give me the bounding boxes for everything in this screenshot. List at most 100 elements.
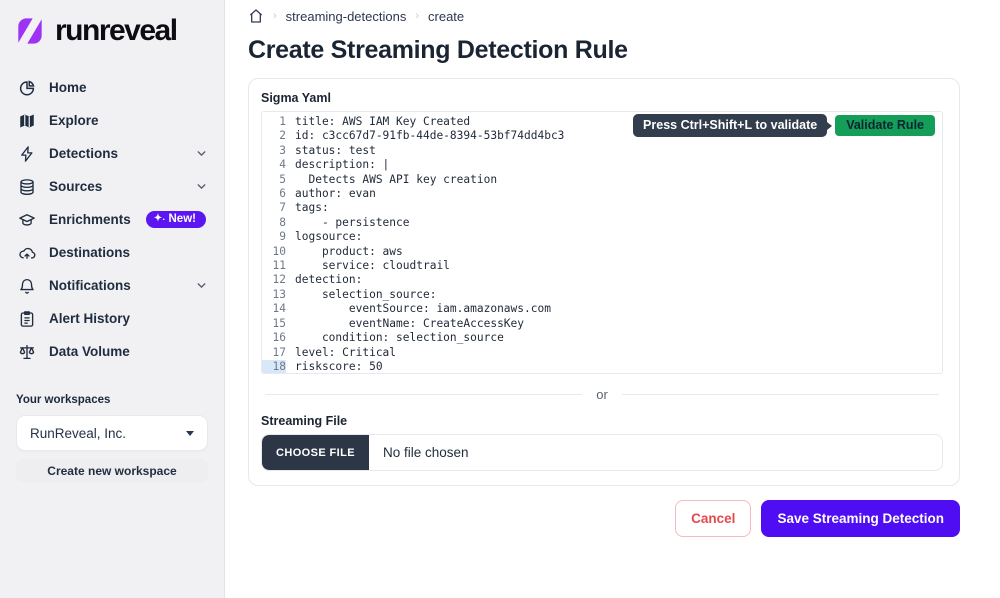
workspace-selected: RunReveal, Inc. [30, 426, 126, 441]
breadcrumb: › streaming-detections › create [248, 7, 960, 25]
line-content: selection_source: [286, 288, 436, 302]
line-content: Detects AWS API key creation [286, 173, 497, 187]
sidebar-item-label: Notifications [49, 278, 131, 293]
chevron-down-icon [195, 279, 208, 292]
sidebar-item-label: Sources [49, 179, 102, 194]
code-line[interactable]: 6author: evan [262, 187, 942, 201]
code-line[interactable]: 14 eventSource: iam.amazonaws.com [262, 302, 942, 316]
workspaces-label: Your workspaces [16, 394, 208, 406]
code-line[interactable]: 15 eventName: CreateAccessKey [262, 317, 942, 331]
line-number: 16 [262, 331, 286, 345]
line-content: tags: [286, 201, 329, 215]
or-divider: or [265, 387, 939, 402]
code-line[interactable]: 18riskscore: 50 [262, 360, 942, 374]
code-line[interactable]: 13 selection_source: [262, 288, 942, 302]
validate-shortcut-tooltip: Press Ctrl+Shift+L to validate [633, 114, 827, 137]
sidebar-item-notifications[interactable]: Notifications [0, 269, 224, 302]
page-title: Create Streaming Detection Rule [248, 36, 960, 65]
code-line[interactable]: 9logsource: [262, 230, 942, 244]
line-content: service: cloudtrail [286, 259, 450, 273]
sidebar-item-sources[interactable]: Sources [0, 170, 224, 203]
line-number: 3 [262, 144, 286, 158]
sidebar-item-label: Destinations [49, 245, 130, 260]
cancel-button[interactable]: Cancel [675, 500, 751, 537]
validate-controls: Press Ctrl+Shift+L to validate Validate … [633, 114, 935, 137]
detection-form-card: Sigma Yaml 1title: AWS IAM Key Created2i… [248, 78, 960, 486]
streaming-file-label: Streaming File [261, 414, 943, 428]
line-content: title: AWS IAM Key Created [286, 115, 470, 129]
code-line[interactable]: 7tags: [262, 201, 942, 215]
create-workspace-button[interactable]: Create new workspace [16, 459, 208, 482]
line-content: eventName: CreateAccessKey [286, 317, 524, 331]
sidebar-nav: Home Explore Detections Sources [0, 55, 224, 368]
line-number: 14 [262, 302, 286, 316]
sidebar-item-detections[interactable]: Detections [0, 137, 224, 170]
tooltip-arrow [827, 122, 832, 130]
map-icon [18, 112, 36, 130]
divider-line [622, 394, 939, 395]
code-line[interactable]: 17level: Critical [262, 346, 942, 360]
enrichment-icon [18, 211, 36, 229]
line-content: id: c3cc67d7-91fb-44de-8394-53bf74dd4bc3 [286, 129, 564, 143]
choose-file-button[interactable]: CHOOSE FILE [262, 435, 369, 470]
file-status: No file chosen [369, 445, 469, 460]
code-line[interactable]: 11 service: cloudtrail [262, 259, 942, 273]
line-number: 7 [262, 201, 286, 215]
file-input[interactable]: CHOOSE FILE No file chosen [261, 434, 943, 471]
sidebar-item-label: Explore [49, 113, 99, 128]
sidebar-item-home[interactable]: Home [0, 71, 224, 104]
breadcrumb-streaming-detections[interactable]: streaming-detections [286, 9, 407, 24]
code-line[interactable]: 16 condition: selection_source [262, 331, 942, 345]
breadcrumb-create[interactable]: create [428, 9, 464, 24]
save-streaming-detection-button[interactable]: Save Streaming Detection [761, 500, 960, 537]
line-number: 4 [262, 158, 286, 172]
sidebar: runreveal Home Explore Detections [0, 0, 225, 598]
line-content: - persistence [286, 216, 410, 230]
sidebar-item-label: Enrichments [49, 212, 131, 227]
sidebar-item-label: Alert History [49, 311, 130, 326]
line-number: 11 [262, 259, 286, 273]
code-line[interactable]: 8 - persistence [262, 216, 942, 230]
form-actions: Cancel Save Streaming Detection [248, 500, 960, 537]
sidebar-item-label: Data Volume [49, 344, 130, 359]
home-icon[interactable] [248, 8, 264, 24]
database-icon [18, 178, 36, 196]
sparkle-icon: ✦˖ [154, 214, 166, 224]
line-number: 12 [262, 273, 286, 287]
code-line[interactable]: 12detection: [262, 273, 942, 287]
caret-down-icon [186, 431, 194, 436]
workspace-select[interactable]: RunReveal, Inc. [16, 415, 208, 451]
sidebar-item-destinations[interactable]: Destinations [0, 236, 224, 269]
line-content: condition: selection_source [286, 331, 504, 345]
lightning-icon [18, 145, 36, 163]
line-content: description: | [286, 158, 389, 172]
brand-logo[interactable]: runreveal [0, 0, 224, 55]
validate-rule-button[interactable]: Validate Rule [835, 115, 935, 136]
code-line[interactable]: 4description: | [262, 158, 942, 172]
main-content: › streaming-detections › create Create S… [225, 0, 1000, 598]
runreveal-logo-icon [12, 13, 48, 49]
line-number: 1 [262, 115, 286, 129]
brand-name: runreveal [55, 14, 177, 48]
scale-icon [18, 343, 36, 361]
line-content: detection: [286, 273, 362, 287]
bell-icon [18, 277, 36, 295]
sigma-yaml-editor[interactable]: 1title: AWS IAM Key Created2id: c3cc67d7… [261, 111, 943, 374]
line-number: 10 [262, 245, 286, 259]
sidebar-item-data-volume[interactable]: Data Volume [0, 335, 224, 368]
line-number: 2 [262, 129, 286, 143]
line-content: riskscore: 50 [286, 360, 383, 374]
line-content: eventSource: iam.amazonaws.com [286, 302, 551, 316]
workspace-section: Your workspaces RunReveal, Inc. Create n… [0, 394, 224, 482]
line-number: 18 [262, 360, 286, 374]
code-editor-lines: 1title: AWS IAM Key Created2id: c3cc67d7… [262, 112, 942, 374]
pie-chart-icon [18, 79, 36, 97]
sidebar-item-enrichments[interactable]: Enrichments ✦˖New! [0, 203, 224, 236]
code-line[interactable]: 5 Detects AWS API key creation [262, 173, 942, 187]
sidebar-item-alert-history[interactable]: Alert History [0, 302, 224, 335]
line-content: logsource: [286, 230, 362, 244]
code-line[interactable]: 3status: test [262, 144, 942, 158]
code-line[interactable]: 10 product: aws [262, 245, 942, 259]
sidebar-item-explore[interactable]: Explore [0, 104, 224, 137]
line-number: 15 [262, 317, 286, 331]
